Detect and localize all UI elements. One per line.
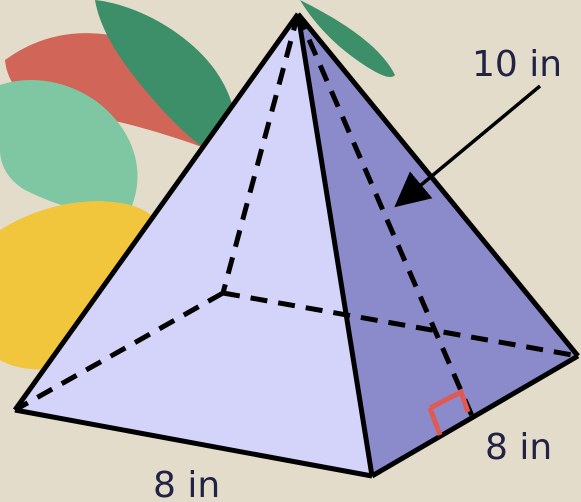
- dark-green-leaf: [95, 0, 237, 165]
- edge-apex-right: [296, 12, 580, 358]
- side-face: [298, 14, 578, 476]
- right-base-edge-label: 8 in: [485, 427, 552, 468]
- hidden-edge-apex-back: [220, 13, 301, 294]
- hidden-edges: [13, 13, 579, 417]
- slant-height-label: 10 in: [472, 44, 562, 85]
- dark-green-stem: [300, 0, 395, 78]
- edge-apex-left: [12, 12, 301, 412]
- front-base-edge-label: 8 in: [153, 465, 220, 502]
- slant-height-arrow: [394, 84, 542, 208]
- hidden-edge-back-left: [13, 290, 225, 413]
- hidden-edge-back-right: [222, 290, 579, 359]
- right-angle-marker: [428, 388, 471, 413]
- visible-edges: [12, 12, 580, 479]
- hidden-slant-height: [295, 13, 475, 417]
- light-green-leaf: [0, 79, 138, 220]
- right-angle-tick: [427, 407, 443, 436]
- edge-base-front: [14, 407, 373, 479]
- front-face: [15, 14, 372, 476]
- edge-apex-front: [295, 13, 375, 477]
- edge-base-right: [370, 353, 580, 479]
